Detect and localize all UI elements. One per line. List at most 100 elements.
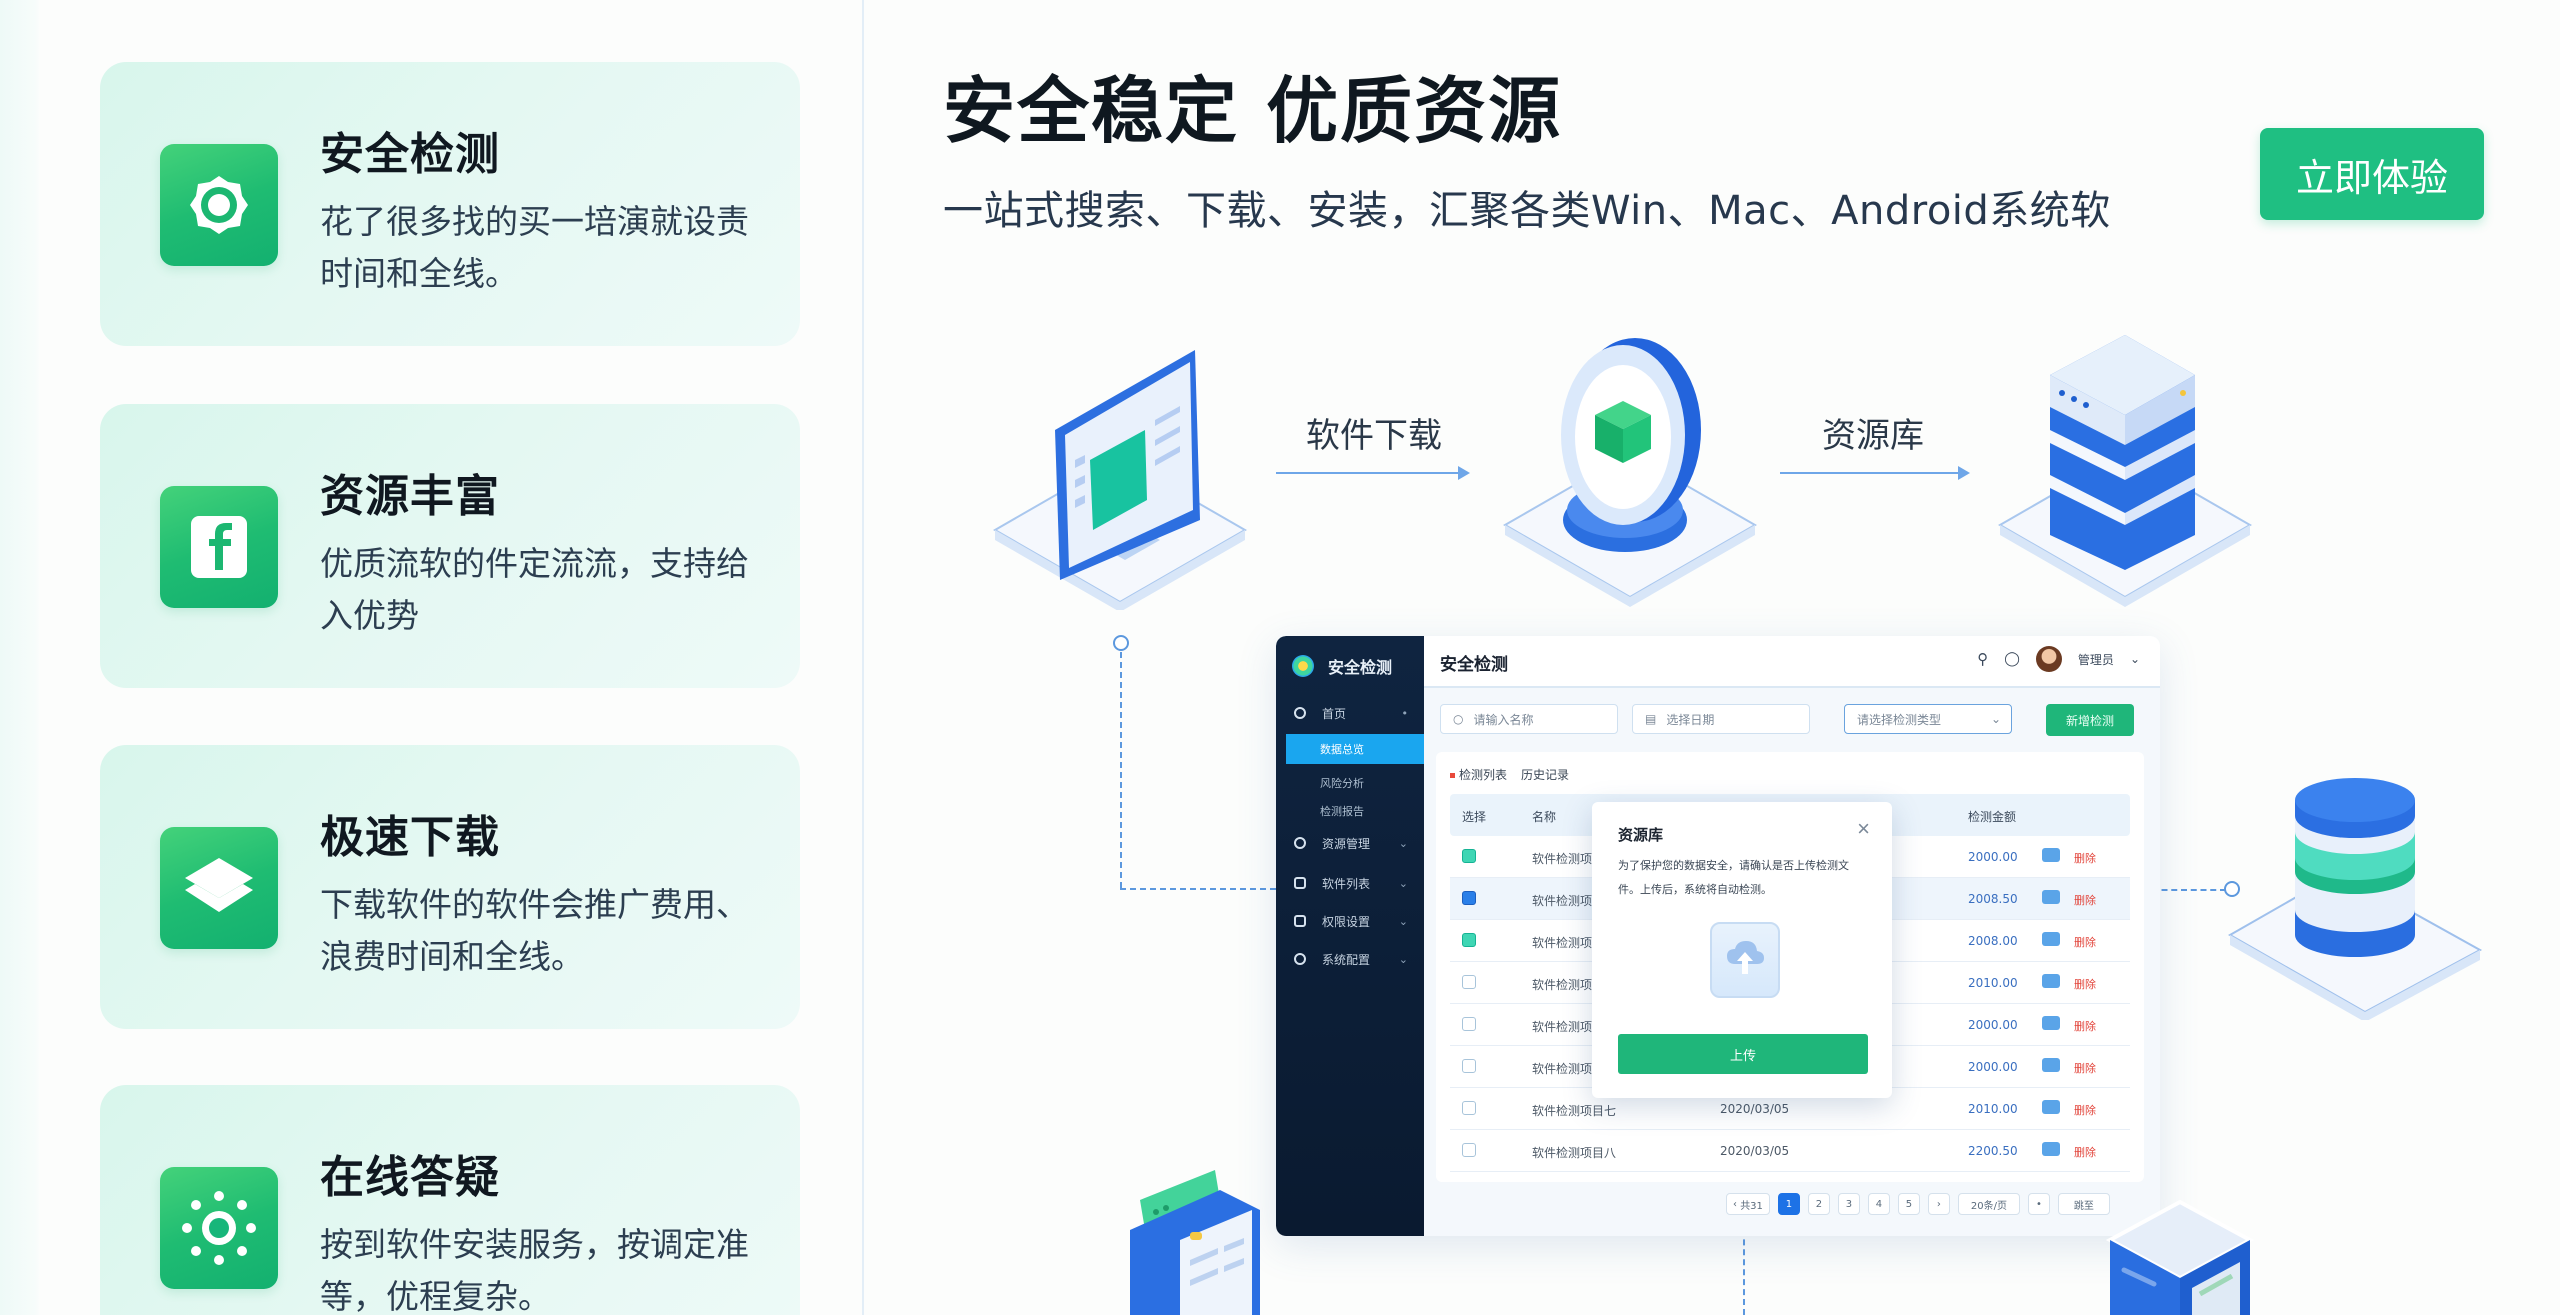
sidebar-item-permissions[interactable]: 权限设置 ⌄ xyxy=(1276,906,1424,936)
page-jump-input[interactable]: 跳至 xyxy=(2057,1193,2110,1215)
feature-card-resources[interactable]: 资源丰富 优质流软的件定流流，支持给入优势 xyxy=(100,404,800,688)
edit-icon[interactable] xyxy=(2042,1100,2060,1114)
checkbox[interactable] xyxy=(1462,1017,1476,1031)
row-amount: 2010.00 xyxy=(1968,1102,2018,1116)
checkbox[interactable] xyxy=(1462,891,1476,905)
close-icon[interactable]: × xyxy=(1857,816,1870,841)
search-icon[interactable]: ⚲ xyxy=(1977,650,1989,668)
row-amount: 2010.00 xyxy=(1968,976,2018,990)
circle-icon xyxy=(1294,837,1306,849)
try-now-button[interactable]: 立即体验 xyxy=(2260,128,2484,220)
feature-description: 下载软件的软件会推广费用、浪费时间和全线。 xyxy=(320,885,749,976)
shield-cube-illustration-icon xyxy=(1495,335,1765,619)
sidebar-item-home[interactable]: 首页 • xyxy=(1276,698,1424,728)
table-row[interactable]: 软件检测项目八 2020/03/05 2200.50 删除 xyxy=(1450,1130,2130,1172)
row-amount: 2000.00 xyxy=(1968,1060,2018,1074)
f-app-icon xyxy=(160,486,278,608)
checkbox[interactable] xyxy=(1462,1143,1476,1157)
page-next-button[interactable]: › xyxy=(1927,1193,1950,1215)
sidebar-item-risk[interactable]: 风险分析 xyxy=(1276,768,1424,798)
sidebar-item-report[interactable]: 检测报告 xyxy=(1276,796,1424,826)
upload-button[interactable]: 上传 xyxy=(1618,1034,1868,1074)
edit-icon[interactable] xyxy=(2042,1016,2060,1030)
dashboard-page-title: 安全检测 xyxy=(1440,655,1508,675)
delete-link[interactable]: 删除 xyxy=(2074,1020,2096,1033)
brand-logo-icon xyxy=(1292,655,1314,677)
calendar-icon: ▤ xyxy=(1645,712,1657,726)
feature-card-download[interactable]: 极速下载 下载软件的软件会推广费用、浪费时间和全线。 xyxy=(100,745,800,1029)
page-prev-button[interactable]: ‹ 共31 xyxy=(1726,1193,1770,1215)
delete-link[interactable]: 删除 xyxy=(2074,936,2096,949)
feature-card-support[interactable]: 在线答疑 按到软件安装服务，按调定准等，优程复杂。 xyxy=(100,1085,800,1315)
delete-link[interactable]: 删除 xyxy=(2074,1062,2096,1075)
modal-title: 资源库 xyxy=(1618,826,1664,844)
edit-icon[interactable] xyxy=(2042,932,2060,946)
delete-link[interactable]: 删除 xyxy=(2074,852,2096,865)
box-icon xyxy=(1294,877,1306,889)
page-button-4[interactable]: 4 xyxy=(1867,1193,1890,1215)
feature-title: 极速下载 xyxy=(320,812,500,863)
delete-link[interactable]: 删除 xyxy=(2074,1104,2096,1117)
connector-line xyxy=(1120,652,1122,888)
dot-indicator-icon: • xyxy=(1401,706,1409,720)
hero-title: 安全稳定 优质资源 xyxy=(943,69,1563,153)
sidebar-item-settings[interactable]: 系统配置 ⌄ xyxy=(1276,944,1424,974)
checkbox[interactable] xyxy=(1462,975,1476,989)
chevron-down-icon: ⌄ xyxy=(1398,876,1408,890)
user-name[interactable]: 管理员 xyxy=(2077,652,2114,667)
checkbox[interactable] xyxy=(1462,933,1476,947)
chevron-down-icon: ⌄ xyxy=(1398,836,1408,850)
feature-description: 按到软件安装服务，按调定准等，优程复杂。 xyxy=(320,1225,749,1315)
flow-label-repository: 资源库 xyxy=(1822,416,1924,456)
edit-icon[interactable] xyxy=(2042,1058,2060,1072)
edit-icon[interactable] xyxy=(2042,974,2060,988)
checkbox[interactable] xyxy=(1462,849,1476,863)
column-header: 检测金额 xyxy=(1968,810,2017,824)
feature-description: 优质流软的件定流流，支持给入优势 xyxy=(320,544,749,635)
page-button-2[interactable]: 2 xyxy=(1807,1193,1830,1215)
delete-link[interactable]: 删除 xyxy=(2074,1146,2096,1159)
bell-icon[interactable]: ◯ xyxy=(2004,651,2020,667)
type-select[interactable]: 请选择检测类型 ⌄ xyxy=(1844,704,2012,734)
row-amount: 2008.00 xyxy=(1968,934,2018,948)
edit-icon[interactable] xyxy=(2042,890,2060,904)
row-name: 软件检测项目八 xyxy=(1532,1146,1617,1160)
sidebar-item-resources[interactable]: 资源管理 ⌄ xyxy=(1276,828,1424,858)
nav-label: 资源管理 xyxy=(1322,836,1371,851)
sidebar-item-overview[interactable]: 数据总览 xyxy=(1286,734,1424,764)
chevron-down-icon[interactable]: ⌄ xyxy=(2129,652,2140,666)
nav-label: 检测报告 xyxy=(1320,805,1364,818)
feature-column: 安全检测 花了很多找的买一培演就设责时间和全线。 资源丰富 优质流软的件定流流，… xyxy=(0,0,862,1315)
feature-card-security[interactable]: 安全检测 花了很多找的买一培演就设责时间和全线。 xyxy=(100,62,800,346)
page-button-3[interactable]: 3 xyxy=(1837,1193,1860,1215)
page-button-1[interactable]: 1 xyxy=(1777,1193,1800,1215)
search-icon: ○ xyxy=(1453,712,1464,726)
date-picker-input[interactable]: ▤ 选择日期 xyxy=(1632,704,1810,734)
nav-label: 系统配置 xyxy=(1322,952,1371,967)
dashboard-sidebar: 安全检测 首页 • 数据总览 风险分析 检测报告 资源管理 ⌄ xyxy=(1276,636,1424,1236)
edit-icon[interactable] xyxy=(2042,1142,2060,1156)
page-jump-button[interactable]: • xyxy=(2027,1193,2050,1215)
delete-link[interactable]: 删除 xyxy=(2074,894,2096,907)
checkbox[interactable] xyxy=(1462,1059,1476,1073)
keyword-search-input[interactable]: ○ 请输入名称 xyxy=(1440,704,1618,734)
checkbox[interactable] xyxy=(1462,1101,1476,1115)
add-check-button[interactable]: 新增检测 xyxy=(2046,704,2134,736)
ring-icon xyxy=(1294,953,1306,965)
table-row[interactable]: 软件检测项目七 2020/03/05 2010.00 删除 xyxy=(1450,1088,2130,1130)
upload-modal: 资源库 × 为了保护您的数据安全，请确认是否上传检测文件。上传后，系统将自动检测… xyxy=(1592,802,1892,1098)
tab-list[interactable]: 检测列表 xyxy=(1450,766,1507,783)
page-size-select[interactable]: 20条/页 xyxy=(1957,1193,2020,1215)
avatar[interactable] xyxy=(2035,646,2062,672)
page-button-5[interactable]: 5 xyxy=(1897,1193,1920,1215)
connector-node xyxy=(2224,881,2240,897)
tab-history[interactable]: 历史记录 xyxy=(1521,768,1570,782)
sidebar-item-software[interactable]: 软件列表 ⌄ xyxy=(1276,868,1424,898)
nav-label: 权限设置 xyxy=(1322,914,1371,929)
edit-icon[interactable] xyxy=(2042,848,2060,862)
row-date: 2020/03/05 xyxy=(1720,1144,1790,1158)
monitor-icon xyxy=(1294,915,1306,927)
row-date: 2020/03/05 xyxy=(1720,1102,1790,1116)
delete-link[interactable]: 删除 xyxy=(2074,978,2096,991)
column-header: 名称 xyxy=(1532,810,1557,824)
